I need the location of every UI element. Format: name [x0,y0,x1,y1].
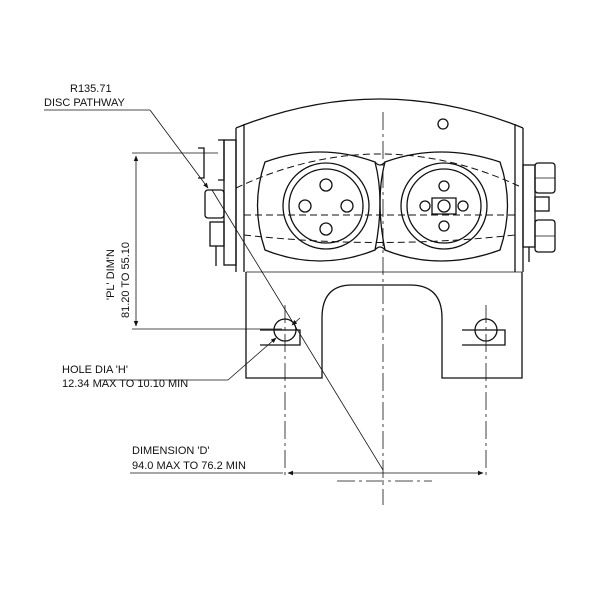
left-mount-tab [260,329,301,346]
disc-pathway-leader [149,109,209,189]
hole-leader [227,337,277,381]
lower-bridge [245,272,523,379]
disc-pathway-radius-line [211,189,384,471]
left-fitting-stack [198,139,237,266]
left-fitting-lower [209,221,225,247]
left-bleed-cap [198,147,205,179]
hidden-outline-top [235,153,524,189]
right-piston-center [437,199,451,213]
left-piston-outer [282,162,370,250]
pl-label-text: 'PL' DIM'N [105,249,117,300]
d-label-text: DIMENSION 'D' [132,445,210,457]
left-fitting-plate [223,139,237,266]
right-piston-bolt-left [419,200,431,212]
right-mount-tab [462,329,506,346]
right-piston-inner [406,168,482,244]
bleed-hole [437,118,449,130]
body-top-arch [235,98,524,129]
right-housing-outline [379,151,509,262]
left-piston-bolt-right [340,199,354,213]
left-piston-bolt-bottom [319,222,333,236]
hole-label-text: HOLE DIA 'H' [62,364,128,376]
right-piston-bolt-top [438,180,450,192]
left-housing-outline [256,151,381,262]
housing-join-bottom [374,246,386,251]
housing-join-top [374,161,386,166]
right-bolt-middle [534,196,550,212]
hidden-outline-low [243,234,516,243]
d-range-text: 94.0 MAX TO 76.2 MIN [132,460,246,472]
left-piston-inner [288,168,364,244]
left-mount-hole [273,318,297,342]
right-piston-bolt-bottom [438,220,450,232]
left-bleed-nipple [218,139,225,181]
hole-range-text: 12.34 MAX TO 10.10 MIN [62,378,188,390]
right-piston-bolt-right [457,200,469,212]
left-piston-bolt-left [298,199,312,213]
right-bolt-plate [522,164,536,248]
left-fitting-nut [204,189,225,219]
right-piston-outer [400,162,488,250]
disc-radius-text: R135.71 [70,83,112,95]
pl-range-text: 81.20 TO 55.10 [120,242,132,318]
disc-pathway-text: DISC PATHWAY [44,97,126,109]
right-bolt-stack [522,162,556,262]
dimension-lines [44,109,484,476]
right-mount-hole [474,318,498,342]
left-piston-bolt-top [319,178,333,192]
piston-housings [256,151,509,262]
right-piston-hex [431,197,457,215]
caliper-body [235,98,524,379]
hole-leader-opposite [291,317,301,326]
